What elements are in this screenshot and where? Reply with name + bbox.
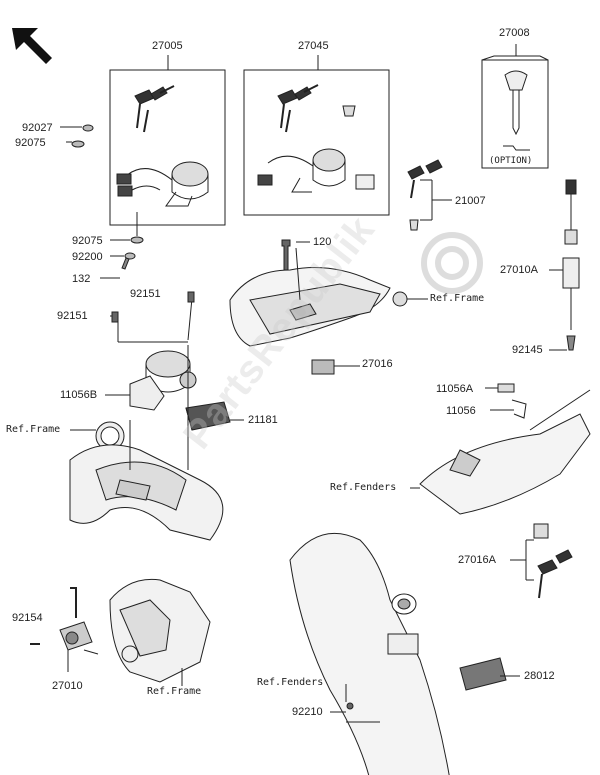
part-92027: 92027 (22, 122, 53, 134)
ref-frame-bottom: Ref.Frame (147, 686, 202, 697)
part-92210: 92210 (292, 706, 323, 718)
keys-27045 (257, 84, 375, 193)
washer-92027 (82, 124, 94, 132)
keys-27016A (510, 523, 573, 599)
option-key-card (481, 44, 549, 169)
part-92151-b: 92151 (57, 310, 88, 322)
bolt-132 (121, 257, 130, 270)
part-92075-b: 92075 (72, 235, 103, 247)
part-27005: 27005 (152, 40, 183, 52)
part-27016A: 27016A (458, 554, 496, 566)
part-92075-a: 92075 (15, 137, 46, 149)
frame-lower-bracket (109, 578, 211, 686)
keys-27005 (134, 85, 175, 133)
part-27008: 27008 (499, 27, 530, 39)
sensor-27010A (549, 179, 580, 351)
ref-fenders-right: Ref.Fenders (330, 482, 397, 493)
washer-92075b (130, 236, 144, 244)
washer-92200 (124, 252, 136, 260)
part-21181: 21181 (248, 414, 278, 426)
part-27045: 27045 (298, 40, 329, 52)
part-92151-a: 92151 (130, 288, 161, 300)
rear-fender-lower (289, 532, 520, 775)
part-120: 120 (313, 236, 332, 248)
ref-frame-top: Ref.Frame (430, 293, 485, 304)
keys-21007 (407, 159, 452, 231)
part-132: 132 (72, 273, 91, 285)
part-11056B: 11056B (60, 389, 98, 401)
washer-92075a (71, 140, 85, 148)
part-27010A: 27010A (500, 264, 538, 276)
part-92200: 92200 (72, 251, 103, 263)
part-11056: 11056 (446, 405, 476, 417)
part-92145: 92145 (512, 344, 543, 356)
frame-bracket-center (229, 247, 428, 375)
kit-box-27045 (243, 69, 390, 216)
arrow-front-icon (12, 28, 52, 64)
module-21181 (185, 401, 244, 431)
part-21007: 21007 (455, 195, 486, 207)
frame-left-assembly (69, 345, 224, 541)
ref-fenders-bottom: Ref.Fenders (257, 677, 324, 688)
part-11056A: 11056A (436, 383, 474, 395)
rear-fender-tail (410, 383, 591, 515)
part-92154: 92154 (12, 612, 43, 624)
gear-watermark-icon (421, 232, 483, 294)
ref-frame-left: Ref.Frame (6, 424, 61, 435)
part-28012: 28012 (524, 670, 555, 682)
part-27016: 27016 (362, 358, 393, 370)
bolt-120 (281, 239, 291, 271)
part-27010: 27010 (52, 680, 83, 692)
option-label: (OPTION) (489, 156, 533, 166)
ignition-switch-27005 (116, 161, 209, 207)
bracket-11056B (105, 291, 197, 411)
switch-27010 (30, 587, 99, 672)
